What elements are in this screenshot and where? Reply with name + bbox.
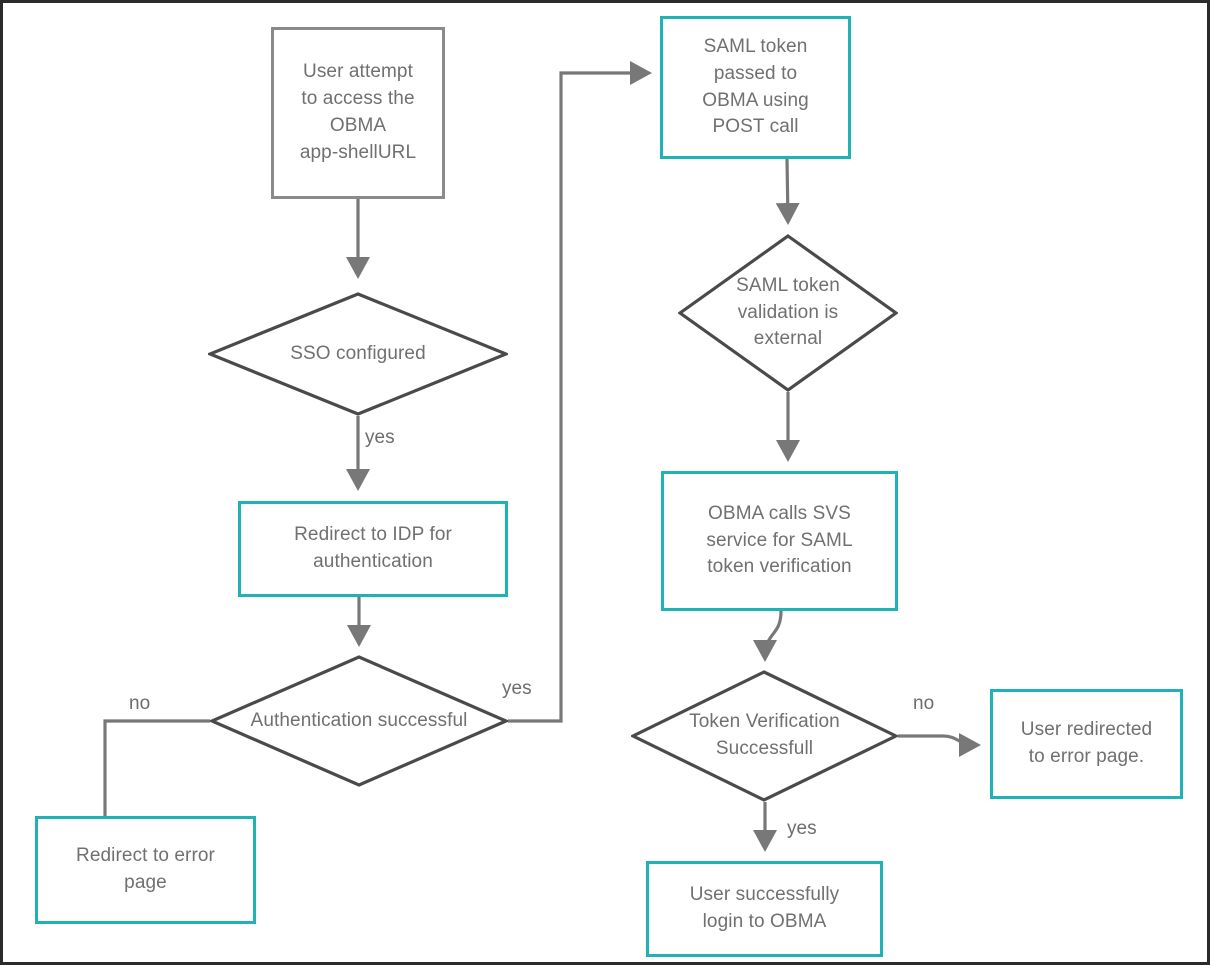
diamond-shape-saml-validation-external xyxy=(678,234,898,392)
edge-label-sso-yes: yes xyxy=(365,427,395,448)
node-user-login-success-label: User successfully login to OBMA xyxy=(689,884,840,932)
node-user-redirected-error-label: User redirected to error page. xyxy=(1020,719,1153,767)
diamond-shape-authentication-successful xyxy=(210,655,508,787)
edge-redirect-idp-to-authentication-successful xyxy=(347,592,377,647)
node-authentication-successful-label: Authentication successful xyxy=(250,709,468,731)
node-obma-calls-svs-label: OBMA calls SVS service for SAML token ve… xyxy=(706,502,853,578)
node-redirect-error-page[interactable]: Redirect to error page xyxy=(35,816,256,924)
diamond-shape-token-verification-successful xyxy=(631,670,898,802)
edge-saml-token-post-to-saml-validation-external xyxy=(775,158,800,225)
node-user-redirected-error[interactable]: User redirected to error page. xyxy=(990,689,1183,799)
node-token-verification-successful[interactable]: Token Verification Successfull xyxy=(631,670,898,802)
node-saml-validation-external[interactable]: SAML token validation is external xyxy=(678,234,898,392)
node-sso-configured-label: SSO configured xyxy=(290,342,426,364)
edge-token-verification-no-to-user-redirected-error xyxy=(898,732,981,757)
diamond-shape-sso-configured xyxy=(208,292,508,416)
node-obma-calls-svs[interactable]: OBMA calls SVS service for SAML token ve… xyxy=(661,471,898,611)
edge-authentication-successful-no-to-redirect-error-page xyxy=(103,719,210,816)
node-redirect-idp-label: Redirect to IDP for authentication xyxy=(294,524,452,572)
node-sso-configured[interactable]: SSO configured xyxy=(208,292,508,416)
node-saml-token-post[interactable]: SAML token passed to OBMA using POST cal… xyxy=(660,16,851,159)
node-user-attempt-label: User attempt to access the OBMA app-shel… xyxy=(299,61,417,163)
node-redirect-error-page-label: Redirect to error page xyxy=(76,845,215,893)
node-saml-validation-external-label: SAML token validation is external xyxy=(736,274,840,350)
node-redirect-idp[interactable]: Redirect to IDP for authentication xyxy=(238,501,508,597)
node-user-login-success[interactable]: User successfully login to OBMA xyxy=(646,861,883,957)
node-saml-token-post-label: SAML token passed to OBMA using POST cal… xyxy=(702,35,809,138)
edge-label-authentication-yes: yes xyxy=(502,678,532,699)
node-authentication-successful[interactable]: Authentication successful xyxy=(210,655,508,787)
edge-label-token-verification-yes: yes xyxy=(787,818,817,839)
edge-label-token-verification-no: no xyxy=(913,693,935,714)
edge-authentication-successful-yes-to-saml-token-post xyxy=(508,61,652,723)
node-token-verification-successful-label: Token Verification Successfull xyxy=(689,711,840,759)
edge-obma-calls-svs-to-token-verification-successful xyxy=(753,610,783,662)
node-user-attempt[interactable]: User attempt to access the OBMA app-shel… xyxy=(271,27,445,199)
edge-label-authentication-no: no xyxy=(129,693,151,714)
